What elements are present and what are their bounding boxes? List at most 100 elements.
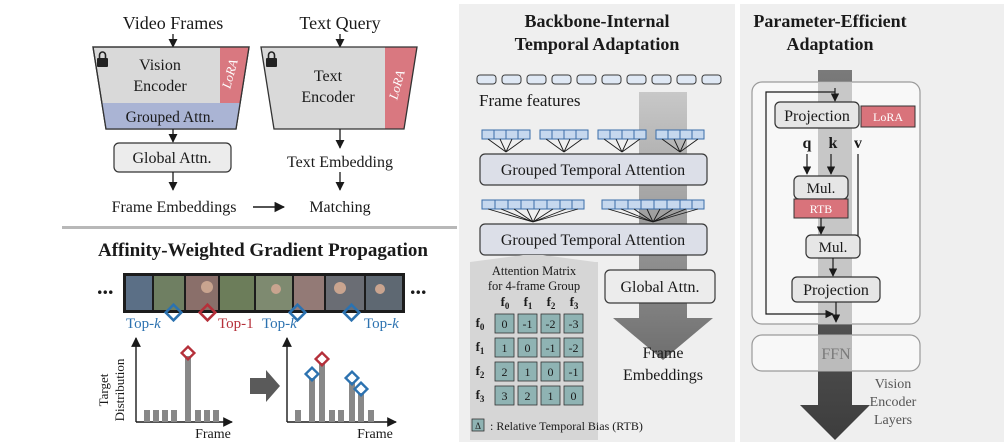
frame-features-label: Frame features (479, 91, 580, 110)
frame-embeddings-label: Frame Embeddings (112, 199, 237, 216)
right-ellipsis: ... (410, 274, 427, 299)
arrow-through-ffn (818, 335, 852, 371)
mul-label-2: Mul. (819, 240, 848, 256)
token-groups-2 (481, 199, 705, 223)
xlabel-left: Frame (195, 427, 231, 442)
panel-parameter-efficient: Parameter-Efficient Adaptation Projectio… (740, 4, 1004, 442)
matrix-col-label: f1 (524, 294, 533, 311)
matrix-cell-value: -2 (569, 341, 579, 355)
matrix-cell (494, 385, 515, 406)
matrix-cell-value: 2 (525, 389, 531, 403)
top-k-label-2: Top-k (262, 316, 297, 332)
projection-label-top: Projection (784, 108, 850, 125)
matrix-cell-value: -3 (569, 317, 579, 331)
video-frames-label: Video Frames (123, 13, 223, 33)
gta-box-1 (479, 153, 708, 186)
layers-line1: Vision (875, 377, 912, 392)
ffn-label: FFN (821, 346, 851, 363)
ylabel-line1: Target (96, 373, 111, 406)
v-label: v (854, 135, 862, 152)
projection-label-bottom: Projection (803, 282, 869, 299)
projection-box-top (774, 101, 860, 129)
text-encoder-line2: Encoder (301, 89, 355, 106)
text-embedding-label: Text Embedding (287, 154, 393, 171)
matrix-cell-value: 1 (525, 365, 531, 379)
matrix-cell-value: 2 (502, 365, 508, 379)
text-encoder: Text Encoder LoRA (260, 46, 418, 130)
global-attn-label: Global Attn. (132, 150, 211, 167)
global-attn-box-c (604, 269, 716, 304)
matrix-col-label: f3 (570, 294, 579, 311)
matrix-title-line2: for 4-frame Group (488, 279, 580, 293)
callout-connector (470, 255, 595, 262)
matrix-row-label: f0 (476, 315, 485, 332)
rtb-legend-label: : Relative Temporal Bias (RTB) (490, 419, 643, 433)
rtb-label: RTB (810, 202, 833, 216)
matching-label: Matching (309, 199, 370, 216)
vision-encoder-line1: Vision (139, 57, 181, 74)
matrix-cell-value: 0 (548, 365, 554, 379)
matrix-cell-value: -1 (523, 317, 533, 331)
matrix-row-label: f2 (476, 363, 485, 380)
divider (62, 226, 457, 229)
matrix-cell (517, 385, 538, 406)
frame-embeddings-c-line2: Embeddings (623, 367, 703, 384)
residual-connection (765, 91, 835, 319)
top-k-marker (341, 302, 362, 323)
left-ellipsis: ... (97, 274, 114, 299)
matrix-cell (563, 337, 584, 358)
matrix-cell (563, 313, 584, 334)
lock-icon (266, 51, 277, 67)
matrix-cell (517, 361, 538, 382)
gta-label-1: Grouped Temporal Attention (501, 162, 685, 179)
panel-d-title-line2: Adaptation (786, 34, 873, 54)
matrix-cell (540, 313, 561, 334)
panel-architecture-overview: Video Frames Text Query Vision Encoder G… (92, 13, 418, 216)
grouped-attn-label: Grouped Attn. (126, 109, 215, 126)
top-k-marker (163, 302, 184, 323)
panel-c-title-line2: Temporal Adaptation (515, 34, 680, 54)
matrix-cell-value: -1 (569, 365, 579, 379)
matrix-cell (540, 337, 561, 358)
token-groups-1 (481, 129, 705, 153)
matrix-row-label: f1 (476, 339, 485, 356)
histogram-after: Frame (282, 337, 397, 442)
matrix-cell-value: -1 (546, 341, 556, 355)
global-attn-label-c: Global Attn. (620, 279, 699, 296)
layers-line2: Encoder (870, 395, 917, 410)
frame-embeddings-c-line1: Frame (643, 345, 684, 362)
transform-arrow (250, 370, 280, 402)
video-frame-strip (123, 273, 405, 313)
matrix-cell-value: -2 (546, 317, 556, 331)
top-1-marker (197, 302, 218, 323)
matrix-cell (563, 385, 584, 406)
top-k-marker (287, 302, 308, 323)
matrix-cell-value: 0 (571, 389, 577, 403)
k-label: k (829, 135, 838, 152)
matrix-cell (494, 313, 515, 334)
matrix-cell (494, 361, 515, 382)
q-label: q (803, 135, 812, 152)
text-query-label: Text Query (299, 13, 380, 33)
histogram-before: Frame (131, 337, 233, 442)
rtb-legend-symbol: Δ (475, 421, 481, 431)
panel-d-title-line1: Parameter-Efficient (753, 11, 906, 31)
gta-box-2 (479, 223, 708, 256)
matrix-cell-value: 1 (502, 341, 508, 355)
vision-encoder: Vision Encoder Grouped Attn. LoRA (92, 46, 250, 130)
matrix-cell-value: 3 (502, 389, 508, 403)
matrix-cell (517, 337, 538, 358)
lock-icon (97, 51, 108, 67)
matrix-cell-value: 1 (548, 389, 554, 403)
lora-label-d: LoRA (873, 110, 903, 124)
top-1-label: Top-1 (218, 316, 254, 332)
frame-feature-tokens (476, 74, 722, 85)
matrix-cell (517, 313, 538, 334)
matrix-cell (540, 385, 561, 406)
rtb-legend-swatch (471, 418, 485, 432)
matrix-col-label: f0 (501, 294, 510, 311)
panel-c-title-line1: Backbone-Internal (524, 11, 669, 31)
vision-encoder-line2: Encoder (133, 78, 187, 95)
